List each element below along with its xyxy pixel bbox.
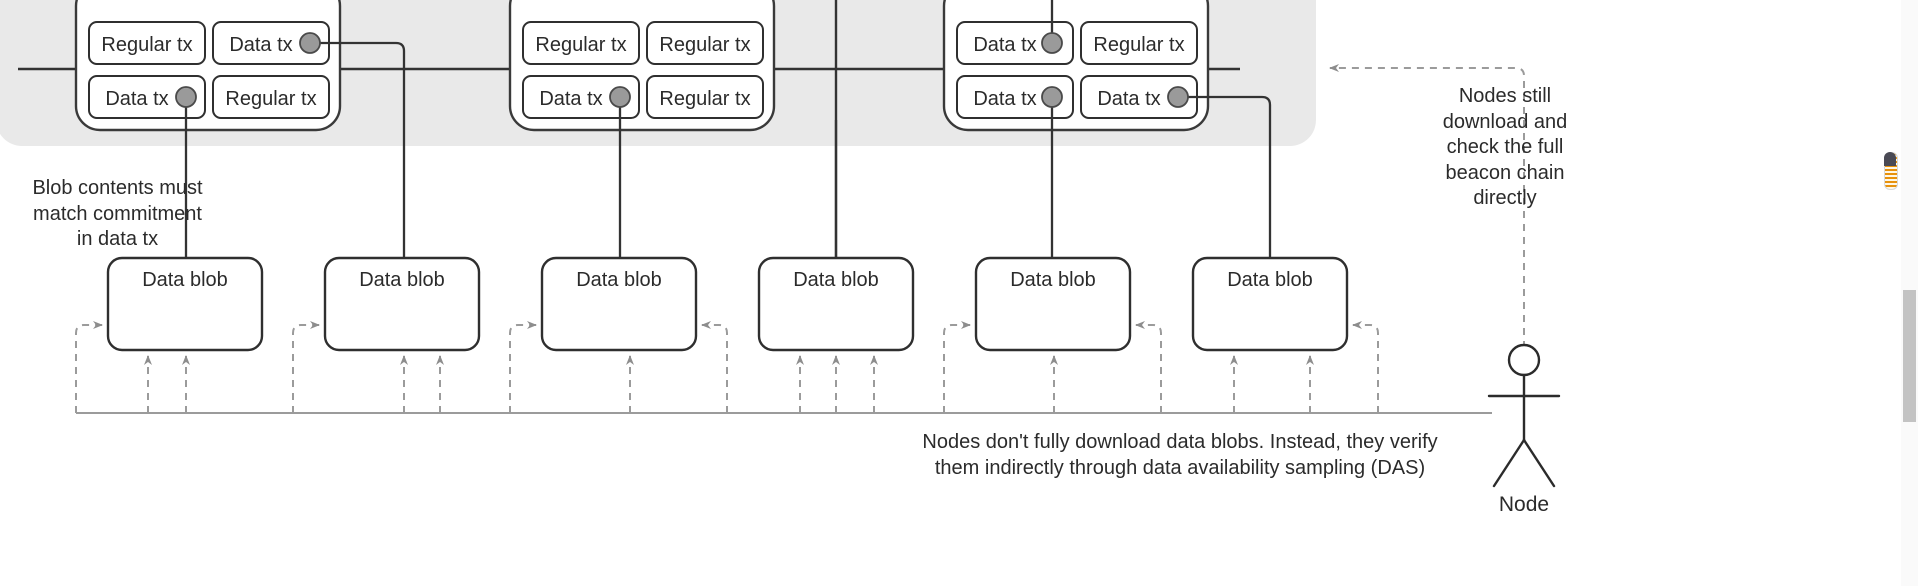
note-commitment: Blob contents must match commitment in d… xyxy=(10,176,225,253)
tx-box xyxy=(956,21,1074,65)
note-beacon-line-5: directly xyxy=(1473,187,1537,210)
minimap-marker-cap xyxy=(1884,152,1896,166)
blob-label-6: Data blob xyxy=(1227,269,1313,291)
tx-box xyxy=(212,75,330,119)
note-commitment-line-2: match commitment xyxy=(33,202,202,225)
tx-label-b2-4: Regular tx xyxy=(659,88,751,110)
tx-box xyxy=(956,75,1074,119)
tx-label-b2-1: Regular tx xyxy=(535,34,627,56)
blob-label-4: Data blob xyxy=(793,269,879,291)
tx-box xyxy=(88,75,206,119)
blob-box xyxy=(974,256,1132,352)
das-sampling-arrows xyxy=(75,321,1379,413)
tx-label-b3-1: Data tx xyxy=(973,34,1037,56)
note-das-line-1: Nodes don't fully download data blobs. I… xyxy=(922,431,1438,453)
blob-label-2: Data blob xyxy=(359,269,445,291)
minimap-marker[interactable] xyxy=(1884,152,1898,190)
node-actor-figure xyxy=(1487,343,1561,488)
block-1-tx-boxes xyxy=(88,21,330,119)
blob-box xyxy=(1191,256,1349,352)
minimap-gutter xyxy=(1881,0,1901,586)
note-beacon: Nodes still download and check the full … xyxy=(1355,84,1655,212)
blob-label-3: Data blob xyxy=(576,269,662,291)
blob-label-5: Data blob xyxy=(1010,269,1096,291)
tx-label-b1-3: Data tx xyxy=(105,88,169,110)
tx-label-b1-1: Regular tx xyxy=(101,34,193,56)
blob-label-1: Data blob xyxy=(142,269,228,291)
data-blob-boxes xyxy=(106,256,1349,352)
tx-box xyxy=(522,21,640,65)
blob-box xyxy=(323,256,481,352)
note-beacon-line-4: beacon chain xyxy=(1445,161,1565,184)
note-commitment-line-1: Blob contents must xyxy=(32,177,203,199)
commitment-dot xyxy=(175,86,197,108)
vertical-scrollbar-thumb[interactable] xyxy=(1903,290,1916,422)
commitment-dot xyxy=(1167,86,1189,108)
tx-label-b3-3: Data tx xyxy=(973,88,1037,110)
commitment-dot xyxy=(299,32,321,54)
blob-box xyxy=(540,256,698,352)
note-beacon-line-1: Nodes still xyxy=(1458,85,1552,107)
note-das: Nodes don't fully download data blobs. I… xyxy=(830,430,1530,481)
vertical-scrollbar-track[interactable] xyxy=(1900,0,1918,586)
tx-box xyxy=(646,75,764,119)
tx-label-b2-2: Regular tx xyxy=(659,34,751,56)
commitment-dot xyxy=(609,86,631,108)
tx-label-b1-2: Data tx xyxy=(229,34,293,56)
tx-box xyxy=(646,21,764,65)
tx-label-b3-4: Data tx xyxy=(1097,88,1161,110)
commitment-dot xyxy=(1041,86,1063,108)
tx-box xyxy=(88,21,206,65)
tx-box xyxy=(1080,21,1198,65)
node-actor-label: Node xyxy=(1498,493,1550,516)
tx-label-b2-3: Data tx xyxy=(539,88,603,110)
beacon-callout-arrow xyxy=(1329,64,1525,348)
tx-label-b1-4: Regular tx xyxy=(225,88,317,110)
note-beacon-line-3: check the full xyxy=(1446,136,1564,159)
blob-box xyxy=(106,256,264,352)
tx-label-b3-2: Regular tx xyxy=(1093,34,1185,56)
tx-box xyxy=(522,75,640,119)
commitment-dot xyxy=(1041,32,1063,54)
commitment-dots xyxy=(175,32,1189,108)
blob-box xyxy=(757,256,915,352)
note-das-line-2: them indirectly through data availabilit… xyxy=(934,456,1426,479)
note-beacon-line-2: download and xyxy=(1442,110,1568,133)
block-2-tx-boxes xyxy=(522,21,764,119)
note-commitment-line-3: in data tx xyxy=(76,228,159,251)
